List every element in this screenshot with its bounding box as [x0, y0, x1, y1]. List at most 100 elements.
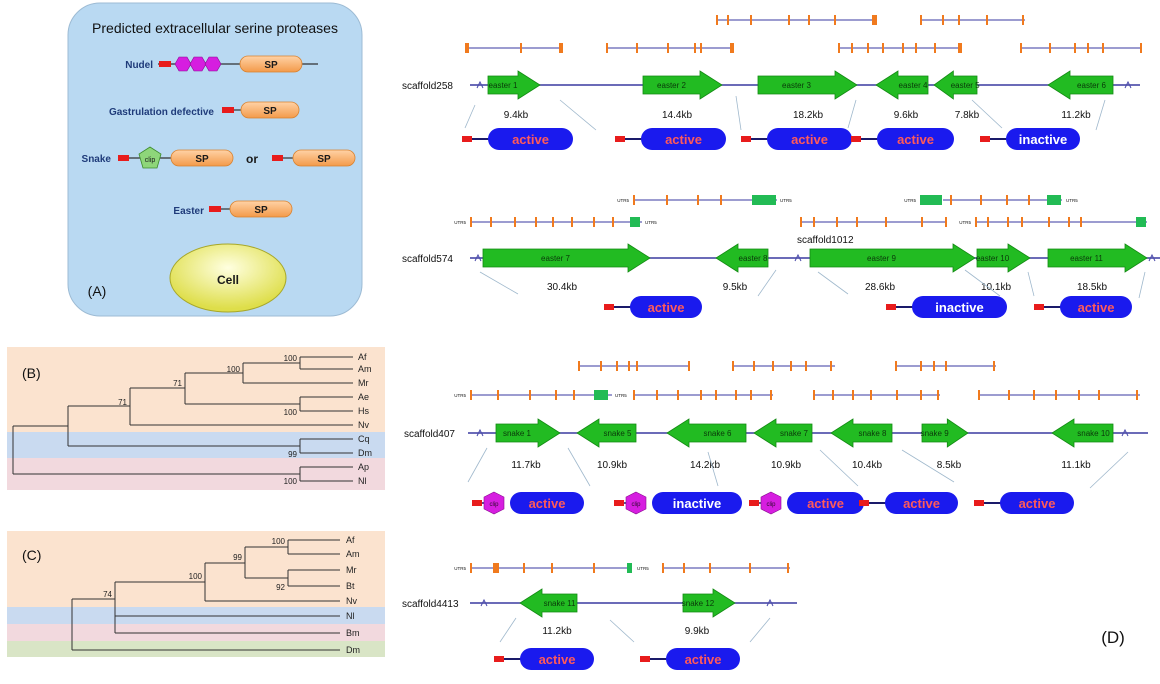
- exon-mark: [1136, 217, 1146, 227]
- signal-peptide: [640, 656, 650, 662]
- status-pill: [488, 128, 573, 150]
- signal-peptide: [886, 304, 896, 310]
- panel-a: Predicted extracellular serine proteases…: [67, 2, 363, 317]
- exon-mark: [993, 361, 995, 371]
- exon-mark: [535, 217, 537, 227]
- band-peach: [7, 531, 385, 607]
- status-pill: [510, 492, 584, 514]
- taxon-label: Af: [358, 352, 367, 362]
- band-peach: [7, 347, 385, 432]
- gene-label: easter 9: [867, 254, 896, 263]
- exon-mark: [697, 195, 699, 205]
- exon-mark: [937, 390, 939, 400]
- status-label: active: [648, 300, 685, 315]
- exon-mark: [920, 195, 942, 205]
- exon-mark: [950, 195, 952, 205]
- exon-mark: [867, 43, 869, 53]
- gd-signal-peptide: [222, 107, 234, 113]
- gene-label: easter 7: [541, 254, 570, 263]
- exon-mark: [788, 15, 790, 25]
- gene-label: easter 10: [976, 254, 1010, 263]
- taxon-label: Nv: [358, 420, 369, 430]
- exon-mark: [573, 390, 575, 400]
- exon-mark: [1055, 390, 1057, 400]
- sp-label: SP: [195, 154, 209, 165]
- snake-alt-sp-domain: [292, 149, 356, 167]
- exon-mark: [958, 15, 960, 25]
- gene-size-label: 9.6kb: [894, 110, 919, 121]
- gene-arrow: [809, 243, 976, 273]
- gene-arrow: [1047, 70, 1114, 100]
- taxon-label: Am: [346, 549, 360, 559]
- gene-arrow: [642, 70, 723, 100]
- taxon-label: Cq: [358, 434, 370, 444]
- exon-mark: [834, 15, 836, 25]
- signal-peptide: [462, 136, 472, 142]
- exon-mark: [735, 390, 737, 400]
- gastrulation-defective-label: Gastrulation defective: [109, 107, 214, 118]
- gene-size-label: 30.4kb: [547, 282, 577, 293]
- clip-domain: [760, 491, 782, 515]
- status-label: inactive: [673, 496, 721, 511]
- exon-mark: [1049, 43, 1051, 53]
- exon-mark: [636, 361, 638, 371]
- gene-arrow: [921, 418, 969, 448]
- exon-mark: [856, 217, 858, 227]
- exon-mark: [666, 195, 668, 205]
- scaffold-label: scaffold407: [404, 429, 455, 440]
- exon-mark: [694, 43, 696, 53]
- taxon-label: Mr: [358, 378, 369, 388]
- exon-mark: [770, 390, 772, 400]
- exon-mark: [593, 563, 595, 573]
- guide-line: [817, 271, 849, 295]
- guide-line: [567, 447, 591, 487]
- utr-label: UTR5: [645, 220, 657, 225]
- exon-mark: [750, 390, 752, 400]
- status-label: active: [903, 496, 940, 511]
- status-pill: [877, 128, 954, 150]
- exon-mark: [934, 43, 936, 53]
- exon-mark: [933, 361, 935, 371]
- guide-line: [479, 271, 519, 295]
- exon-mark: [628, 361, 630, 371]
- exon-mark: [688, 361, 690, 371]
- guide-line: [819, 449, 859, 487]
- exon-mark: [852, 390, 854, 400]
- snake-signal-peptide: [118, 155, 129, 161]
- panel-c: (C) Af Am Mr Bt: [7, 531, 385, 657]
- exon-mark: [551, 563, 553, 573]
- taxon-label: Dm: [346, 645, 360, 655]
- scaffold-break-mark: [1121, 428, 1129, 437]
- gene-label: snake 9: [921, 429, 950, 438]
- easter-sp-domain: [229, 200, 293, 218]
- gene-size-label: 9.4kb: [504, 110, 529, 121]
- gene-arrow: [757, 70, 858, 100]
- bootstrap-value: 100: [284, 408, 298, 417]
- exon-mark: [790, 361, 792, 371]
- scaffold-break-mark: [794, 253, 802, 262]
- exon-mark: [885, 217, 887, 227]
- panel-c-tree: [71, 539, 340, 651]
- exon-mark: [1074, 43, 1076, 53]
- gene-size-label: 18.5kb: [1077, 282, 1107, 293]
- guide-line: [499, 617, 517, 643]
- status-label: active: [512, 132, 549, 147]
- signal-peptide: [859, 500, 869, 506]
- status-label: active: [539, 652, 576, 667]
- status-label: active: [665, 132, 702, 147]
- exon-mark: [700, 390, 702, 400]
- exon-mark: [667, 43, 669, 53]
- gene-size-label: 11.2kb: [1061, 110, 1091, 121]
- exon-mark: [720, 195, 722, 205]
- exon-mark: [1021, 217, 1023, 227]
- exon-mark: [715, 390, 717, 400]
- snake-clip-domain: [138, 146, 162, 169]
- gene-size-label: 11.2kb: [542, 626, 572, 637]
- signal-peptide: [472, 500, 482, 506]
- exon-mark: [1098, 390, 1100, 400]
- exon-mark: [975, 217, 977, 227]
- signal-peptide: [494, 656, 504, 662]
- utr-label: UTR5: [454, 220, 466, 225]
- utr-label: UTR5: [780, 198, 792, 203]
- signal-peptide: [604, 304, 614, 310]
